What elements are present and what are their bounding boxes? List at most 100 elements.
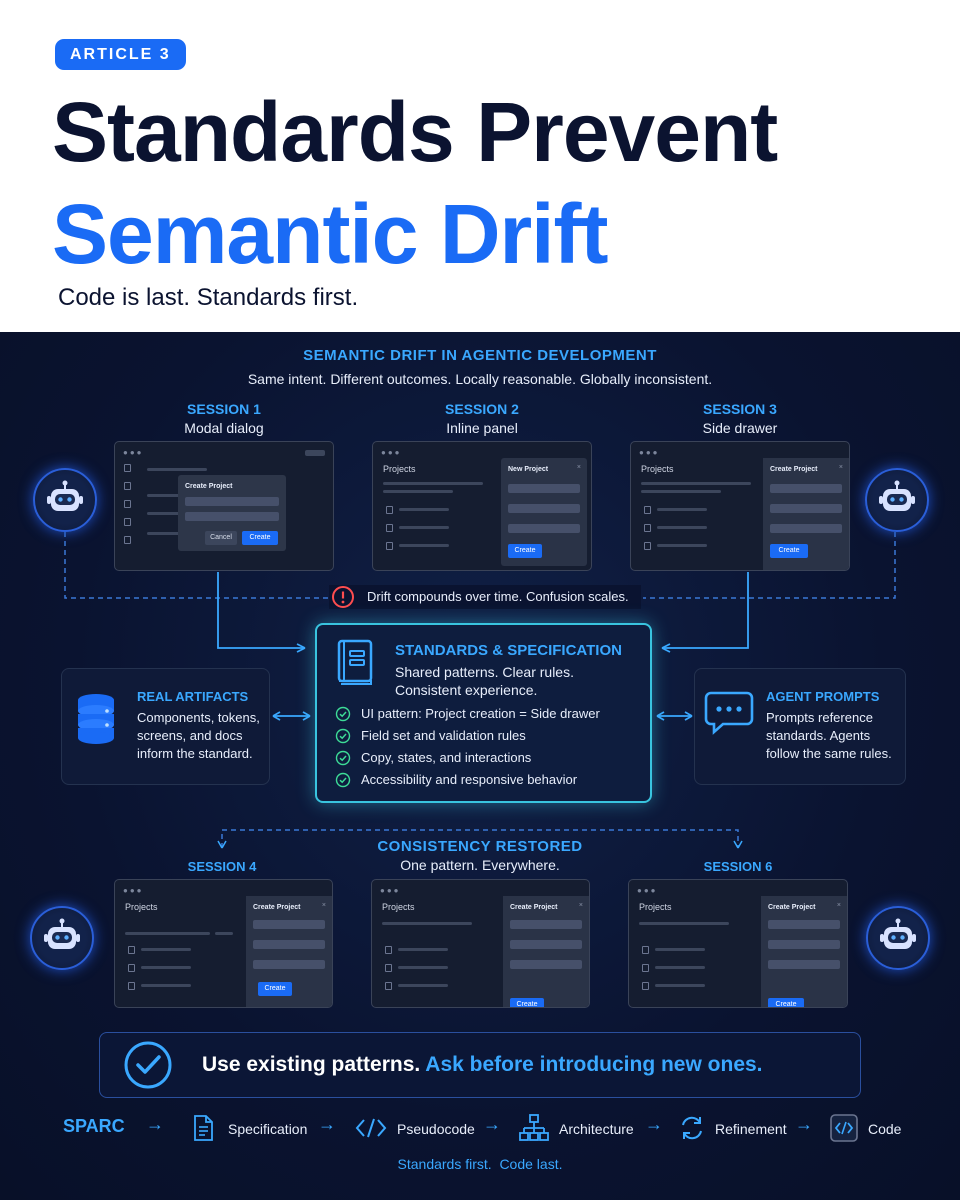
robot-icon xyxy=(30,906,94,970)
prompts-text: Prompts reference standards. Agents foll… xyxy=(766,709,892,763)
mock-list-title: Projects xyxy=(383,464,416,474)
sparc-footer: Standards first. Code last. xyxy=(397,1156,563,1172)
prompts-line: follow the same rules. xyxy=(766,746,892,761)
mock-create-button: Create xyxy=(258,982,292,996)
inline-panel: New Project × Create xyxy=(501,458,587,566)
close-icon: × xyxy=(576,464,581,471)
arrow-right-icon: → xyxy=(483,1114,501,1134)
sparc-step-refinement: Refinement xyxy=(715,1121,787,1137)
session-3-label: SESSION 3 Side drawer xyxy=(630,401,850,436)
check-circle-icon xyxy=(335,750,351,766)
header: ARTICLE 3 Standards Prevent Semantic Dri… xyxy=(0,0,960,332)
session-1-title: SESSION 1 xyxy=(187,401,261,417)
artifacts-line: screens, and docs xyxy=(137,728,243,743)
sparc-step-pseudocode: Pseudocode xyxy=(397,1121,475,1137)
artifacts-line: Components, tokens, xyxy=(137,710,260,725)
session-2-mockup: ●●● Projects New Project × Create xyxy=(372,441,592,571)
refresh-icon xyxy=(682,1116,702,1140)
article-badge: ARTICLE 3 xyxy=(55,39,186,70)
check-circle-icon xyxy=(335,772,351,788)
close-icon: × xyxy=(321,902,326,909)
prompts-heading: AGENT PROMPTS xyxy=(766,689,880,704)
restored-tagline: One pattern. Everywhere. xyxy=(400,857,560,873)
drift-tagline: Same intent. Different outcomes. Locally… xyxy=(247,371,713,387)
warning-text: Drift compounds over time. Confusion sca… xyxy=(367,589,629,604)
standards-desc-line: Shared patterns. Clear rules. xyxy=(395,664,574,680)
mock-list-title: Projects xyxy=(125,902,158,912)
guiding-rule-text: Use existing patterns. Ask before introd… xyxy=(202,1053,763,1077)
session-4-mockup: ●●● Projects Create Project × Create xyxy=(114,879,333,1008)
window-dots: ●●● xyxy=(123,448,144,457)
session-5-mockup: ●●● Projects Create Project × Create xyxy=(371,879,590,1008)
agent-prompts-card: AGENT PROMPTS Prompts reference standard… xyxy=(694,668,906,785)
rule-part1: Use existing patterns. xyxy=(202,1053,421,1076)
book-icon xyxy=(337,639,373,685)
sparc-label: SPARC xyxy=(63,1116,125,1142)
mock-list-title: Projects xyxy=(639,902,672,912)
arrow-right-icon: → xyxy=(318,1114,336,1134)
robot-icon xyxy=(865,468,929,532)
standards-item-text: Accessibility and responsive behavior xyxy=(361,772,578,787)
sparc-step-code: Code xyxy=(868,1121,902,1137)
session-1-pattern: Modal dialog xyxy=(184,420,264,436)
standards-spec-card: STANDARDS & SPECIFICATION Shared pattern… xyxy=(315,623,652,803)
rule-part2: Ask before introducing new ones. xyxy=(425,1053,763,1076)
standards-desc-line: Consistent experience. xyxy=(395,682,538,698)
modal-title: Create Project xyxy=(185,483,233,490)
window-dots: ●●● xyxy=(380,886,401,895)
prompts-line: Prompts reference xyxy=(766,710,873,725)
close-icon: × xyxy=(578,902,583,909)
mock-create-button: Create xyxy=(508,544,542,558)
modal-dialog: Create Project Cancel Create xyxy=(178,475,286,551)
artifacts-line: inform the standard. xyxy=(137,746,253,761)
window-dots: ●●● xyxy=(637,886,658,895)
database-icon xyxy=(78,694,114,744)
robot-icon xyxy=(866,906,930,970)
arrow-right-icon: → xyxy=(795,1114,813,1134)
window-dots: ●●● xyxy=(639,448,660,457)
session-3-mockup: ●●● Projects Create Project × Create xyxy=(630,441,850,571)
mock-list-title: Projects xyxy=(641,464,674,474)
robot-icon xyxy=(33,468,97,532)
prompts-line: standards. Agents xyxy=(766,728,871,743)
check-circle-icon xyxy=(335,728,351,744)
session-2-label: SESSION 2 Inline panel xyxy=(372,401,592,436)
panel-title: Create Project xyxy=(770,466,818,473)
session-6-mockup: ●●● Projects Create Project × Create xyxy=(628,879,848,1008)
guiding-rule-box: Use existing patterns. Ask before introd… xyxy=(99,1032,861,1098)
page-subtitle: Code is last. Standards first. xyxy=(58,284,359,311)
standards-item-text: UI pattern: Project creation = Side draw… xyxy=(361,706,600,721)
side-drawer: Create Project × Create xyxy=(761,896,847,1007)
standards-item-text: Copy, states, and interactions xyxy=(361,750,532,765)
close-icon: × xyxy=(838,464,843,471)
side-drawer: Create Project × Create xyxy=(503,896,589,1007)
real-artifacts-card: REAL ARTIFACTS Components, tokens, scree… xyxy=(61,668,270,785)
panel-title: Create Project xyxy=(510,904,558,911)
panel-title: New Project xyxy=(508,466,549,473)
session-2-title: SESSION 2 xyxy=(445,401,519,417)
mock-create-button: Create xyxy=(768,998,804,1007)
document-icon xyxy=(194,1115,213,1141)
arrow-right-icon: → xyxy=(146,1114,164,1134)
artifacts-text: Components, tokens, screens, and docs in… xyxy=(137,709,260,763)
page-title-line2: Semantic Drift xyxy=(52,187,608,281)
drift-warning: Drift compounds over time. Confusion sca… xyxy=(329,585,641,609)
page-title-line1: Standards Prevent xyxy=(52,85,778,179)
mock-create-button: Create xyxy=(510,998,544,1007)
mock-cancel-button: Cancel xyxy=(205,531,237,545)
mock-list-title: Projects xyxy=(382,902,415,912)
session-3-pattern: Side drawer xyxy=(702,420,778,436)
session-4-label: SESSION 4 xyxy=(187,859,257,874)
panel-title: Create Project xyxy=(768,904,816,911)
window-dots: ●●● xyxy=(123,886,144,895)
check-circle-icon xyxy=(335,706,351,722)
panel-title: Create Project xyxy=(253,904,301,911)
window-dots: ●●● xyxy=(381,448,402,457)
mock-create-button: Create xyxy=(242,531,278,545)
standards-description: Shared patterns. Clear rules. Consistent… xyxy=(395,663,574,699)
standards-heading: STANDARDS & SPECIFICATION xyxy=(395,642,622,659)
session-2-pattern: Inline panel xyxy=(446,420,518,436)
mock-create-button: Create xyxy=(770,544,808,558)
session-6-label: SESSION 6 xyxy=(703,859,773,874)
